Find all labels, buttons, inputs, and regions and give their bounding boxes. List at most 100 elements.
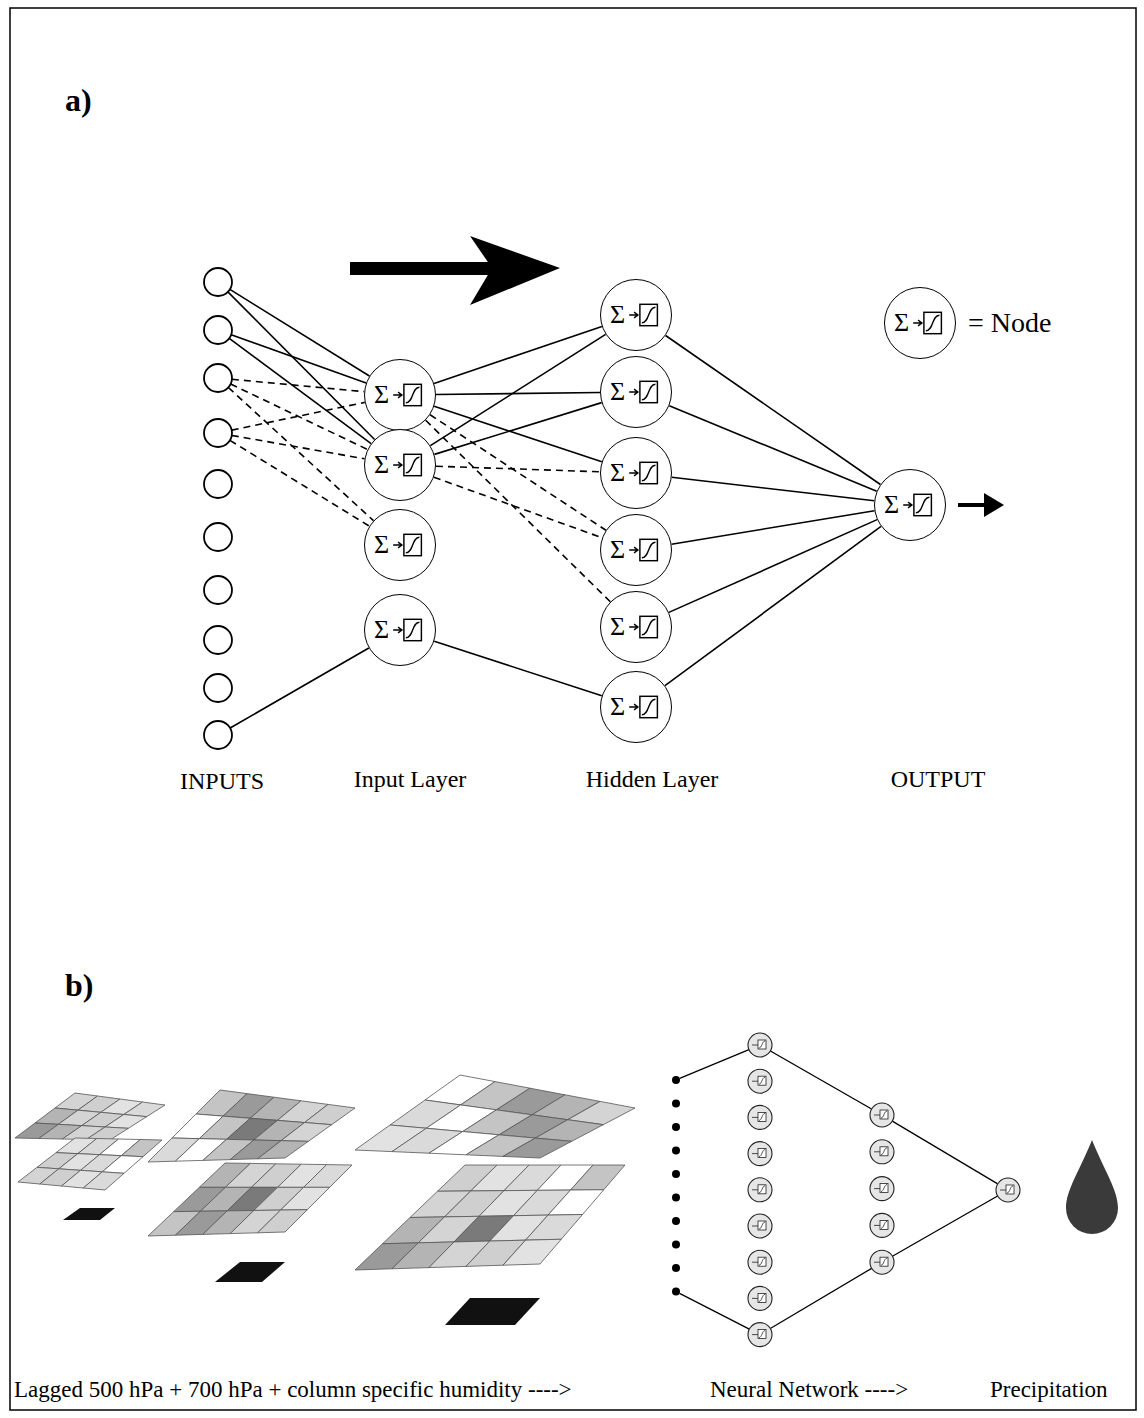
connector	[434, 403, 601, 455]
sigmoid-curve	[874, 1185, 887, 1192]
sum-symbol: Σ	[374, 532, 389, 558]
small-node	[748, 1250, 772, 1274]
sigmoid-curve	[642, 384, 656, 400]
connector	[434, 477, 602, 538]
connector	[666, 336, 881, 485]
network-line	[680, 1293, 750, 1329]
small-node-circle	[996, 1178, 1020, 1202]
small-node	[748, 1214, 772, 1238]
label-text: Input Layer	[354, 766, 467, 792]
label: a)	[65, 82, 92, 119]
sigmoid-curve	[752, 1186, 765, 1193]
network-node: Σ	[600, 437, 672, 509]
label-text: Neural Network ---->	[710, 1377, 908, 1402]
grid-cell	[102, 1156, 143, 1174]
input-line	[230, 440, 369, 526]
input-circle	[204, 626, 232, 654]
arrow-head	[470, 236, 560, 305]
small-node-circle	[748, 1250, 772, 1274]
label: Input Layer	[354, 766, 467, 794]
symbol-arrow	[629, 470, 638, 476]
label-text: INPUTS	[180, 768, 264, 794]
sigmoid-curve	[752, 1222, 765, 1229]
input-dot	[672, 1288, 680, 1296]
symbol-arrow	[913, 320, 922, 326]
symbol-arrow	[629, 389, 638, 395]
small-node	[870, 1213, 894, 1237]
network-node: Σ	[600, 279, 672, 351]
connector	[434, 406, 602, 461]
sigmoid-curve	[752, 1294, 765, 1301]
label-text: OUTPUT	[891, 766, 986, 792]
input-circle	[204, 316, 232, 344]
connector	[669, 520, 877, 613]
network-line	[680, 1050, 749, 1079]
label: Precipitation	[990, 1377, 1108, 1403]
label: OUTPUT	[891, 766, 986, 794]
sum-symbol: Σ	[610, 460, 625, 486]
sum-symbol: Σ	[374, 617, 389, 643]
connector	[434, 641, 602, 696]
sigmoid-curve	[406, 387, 420, 403]
sigmoid-curve	[642, 465, 656, 481]
input-line	[228, 387, 373, 520]
input-circle	[204, 470, 232, 498]
small-node	[748, 1323, 772, 1347]
symbol-arrow	[629, 704, 638, 710]
connector	[672, 511, 875, 544]
sigmoid-box	[640, 539, 658, 560]
small-node	[748, 1142, 772, 1166]
small-node	[748, 1033, 772, 1057]
input-line	[232, 435, 365, 458]
input-dot	[672, 1100, 680, 1108]
sigmoid-box	[640, 304, 658, 325]
sigmoid-box	[640, 696, 658, 717]
input-line	[230, 648, 369, 728]
small-node-circle	[748, 1033, 772, 1057]
target-cell	[445, 1298, 540, 1325]
network-line	[892, 1196, 997, 1256]
symbol-arrow	[393, 392, 402, 398]
sigmoid-curve	[874, 1221, 887, 1228]
precipitation-drop	[1066, 1140, 1118, 1234]
connector	[434, 327, 602, 384]
grid-cell	[281, 1187, 330, 1210]
sigmoid-box	[640, 381, 658, 402]
small-node	[996, 1178, 1020, 1202]
input-circle	[204, 419, 232, 447]
sum-symbol: Σ	[610, 614, 625, 640]
sigmoid-curve	[874, 1258, 887, 1265]
small-node-circle	[748, 1286, 772, 1310]
small-node-circle	[748, 1178, 772, 1202]
network-node: Σ	[364, 429, 436, 501]
label-text: Lagged 500 hPa + 700 hPa + column specif…	[14, 1377, 572, 1402]
sigmoid-curve	[752, 1113, 765, 1120]
network-node: Σ	[600, 514, 672, 586]
arrow-head	[984, 493, 1004, 517]
network-node: Σ	[364, 359, 436, 431]
sigmoid-box	[640, 616, 658, 637]
frame	[10, 8, 1136, 1410]
input-dot	[672, 1076, 680, 1084]
sigmoid-curve	[752, 1150, 765, 1157]
label-text: b)	[65, 967, 93, 1003]
sigmoid-curve	[1000, 1186, 1013, 1193]
network-node: Σ	[600, 671, 672, 743]
input-circle	[204, 364, 232, 392]
small-node-circle	[748, 1214, 772, 1238]
input-line	[229, 338, 371, 443]
sum-symbol: Σ	[374, 382, 389, 408]
sigmoid-curve	[406, 457, 420, 473]
small-node-circle	[748, 1142, 772, 1166]
small-node-circle	[748, 1323, 772, 1347]
input-circle	[204, 674, 232, 702]
sigmoid-curve	[642, 542, 656, 558]
grid-cell	[305, 1104, 355, 1124]
label: Lagged 500 hPa + 700 hPa + column specif…	[14, 1377, 572, 1403]
grid-cell	[503, 1239, 561, 1265]
grid-cell	[258, 1210, 308, 1233]
sigmoid-curve	[642, 307, 656, 323]
small-node-circle	[870, 1213, 894, 1237]
